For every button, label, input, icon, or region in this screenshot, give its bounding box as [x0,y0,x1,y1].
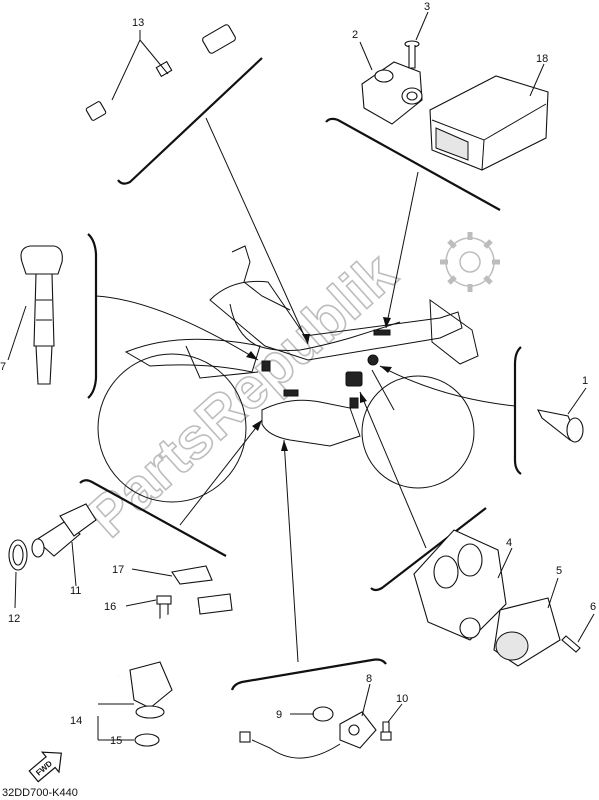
diagram-code: 32DD700-K440 [2,787,78,799]
relay-location [367,354,379,366]
arrow-from-4 [359,391,427,549]
part-13-lead-wire [85,24,236,121]
bracket-bottom-left [79,479,227,557]
callout-5: 5 [556,565,562,577]
callout-14: 14 [70,715,82,727]
watermark-text: PartsRepublik [75,240,409,550]
callout-leaders [7,11,595,741]
part-12-washer [8,539,28,571]
callout-8: 8 [366,673,372,685]
callout-6: 6 [590,601,596,613]
part-17-clamp [171,565,213,585]
frame-front [429,298,479,365]
part-7-ignition-coil [20,245,63,385]
engine-block [261,399,361,447]
callout-9: 9 [276,709,282,721]
arrow-from-7 [95,295,259,361]
bracket-top-right [325,117,501,211]
leader-arrows [95,117,516,663]
part-15-o-ring [134,733,160,747]
group-brackets [79,57,522,691]
callout-numbers: 13 2 3 18 7 1 11 12 17 16 14 15 4 5 6 8 … [0,1,596,747]
connector-location-3 [373,329,391,336]
part-18-ecu [429,75,549,171]
front-wheel [361,375,475,489]
part-6-screw [561,635,581,653]
part-4-throttle-body [413,529,507,641]
bracket-left [87,233,98,399]
arrow-from-11 [179,419,263,526]
part-8-sensor [239,711,377,759]
part-14-sensor [105,593,233,719]
part-11-sensor [31,503,97,558]
callout-15: 15 [110,735,122,747]
rear-wheel [97,353,247,503]
callout-13: 13 [132,17,144,29]
part-5-sensor-cover [493,597,561,667]
part-3-bolt [404,40,420,69]
fwd-arrow-icon: FWD [28,751,62,783]
callout-10: 10 [396,693,408,705]
callout-12: 12 [8,613,20,625]
callout-4: 4 [506,537,512,549]
part-9-o-ring [312,706,334,722]
arrow-from-18 [385,171,419,329]
fork [371,369,395,411]
seat-tank [209,280,463,361]
swingarm [185,345,259,379]
bracket-bottom-center [230,658,387,691]
part-10-bolt [380,721,392,741]
arrow-from-1 [379,365,516,407]
connector-location-1 [261,360,271,372]
arrow-from-8 [283,439,299,663]
callout-2: 2 [352,29,358,41]
bracket-right [513,346,522,475]
arrow-from-13 [205,117,309,345]
frame-top [231,245,291,311]
watermark-gear-icon [440,232,500,292]
callout-7: 7 [0,361,6,373]
part-2-sensor [361,61,423,125]
connector-location-4 [349,397,359,409]
bracket-bottom-right [370,507,487,592]
ecu-location [345,371,363,387]
callout-1: 1 [582,375,588,387]
motorcycle-outline [97,245,479,503]
wire-harness [229,303,401,351]
callout-18: 18 [536,53,548,65]
callout-3: 3 [424,1,430,13]
connector-location-2 [283,389,299,397]
part-1-sensor [537,409,584,443]
callout-16: 16 [104,601,116,613]
callout-17: 17 [112,564,124,576]
callout-11: 11 [70,585,81,597]
bracket-top-left [117,57,263,185]
